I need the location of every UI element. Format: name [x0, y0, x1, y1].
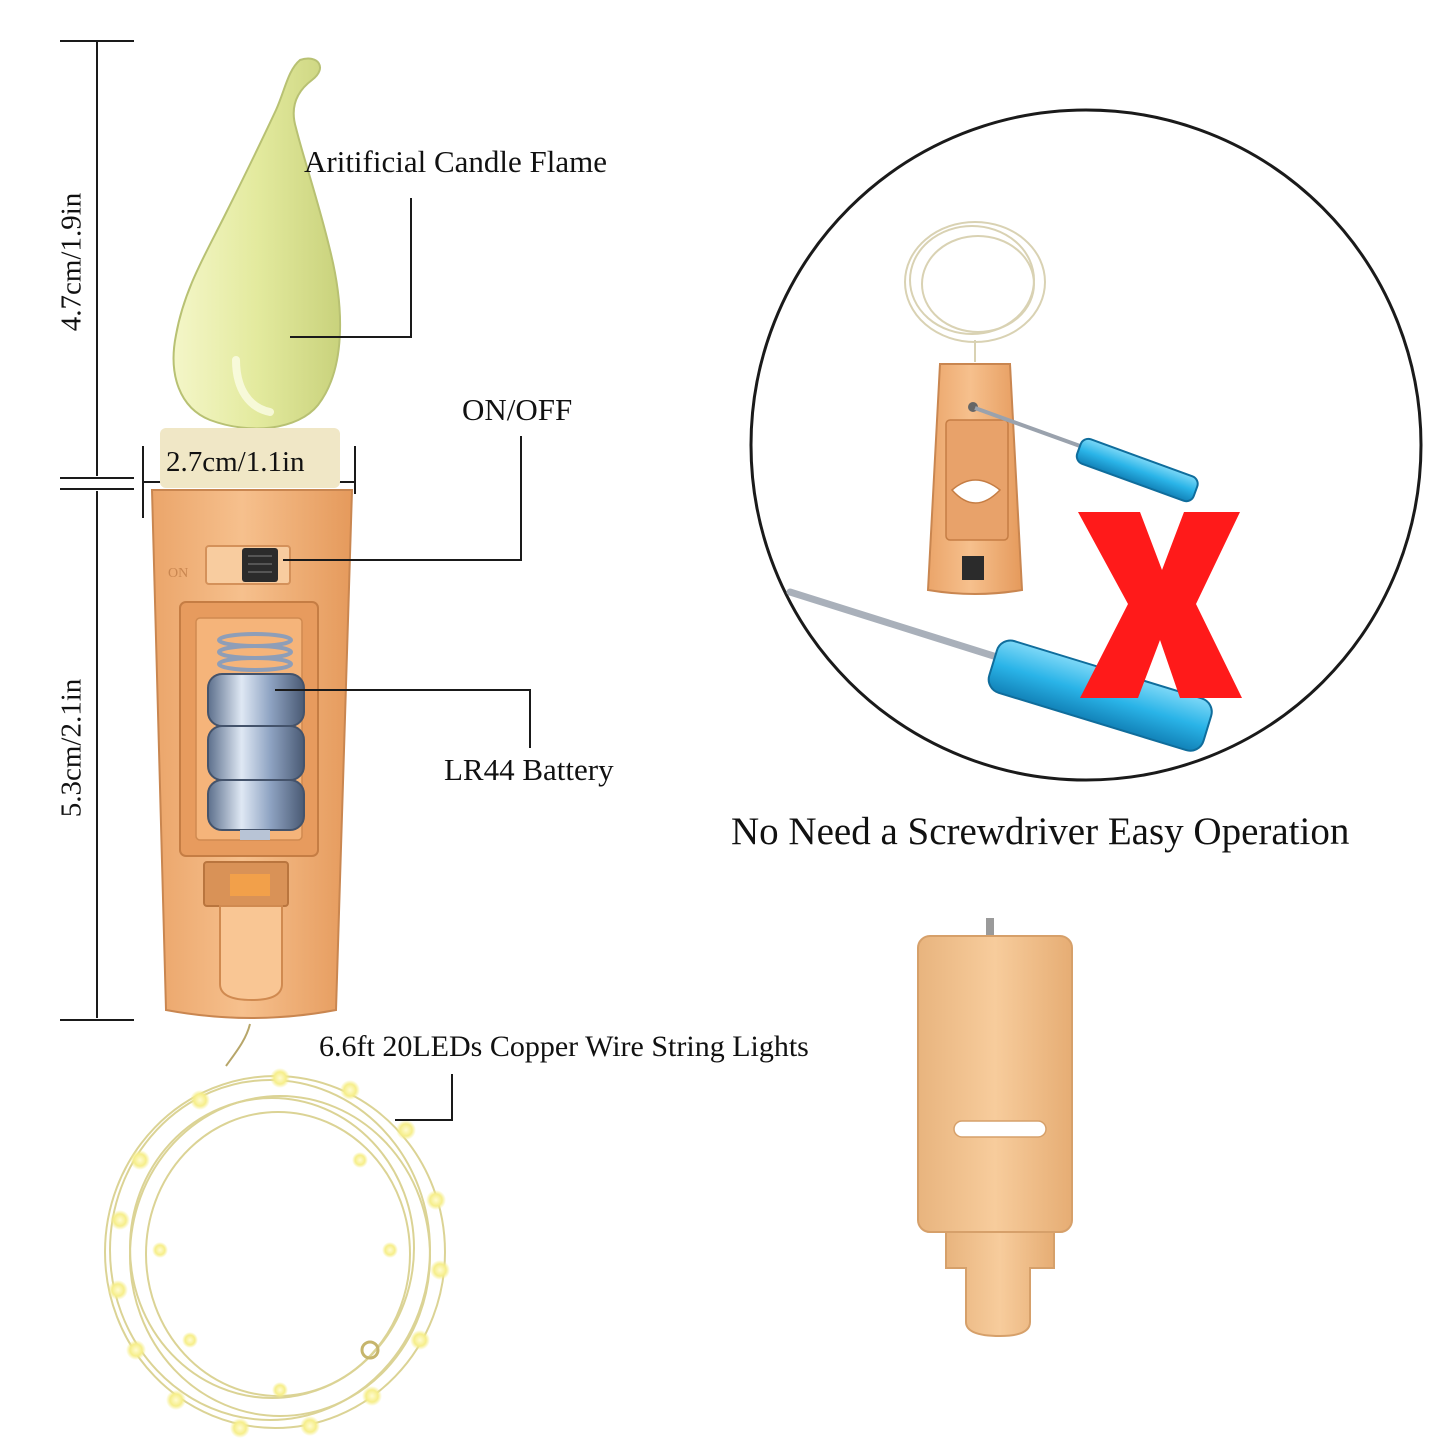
cork-height-label: 5.3cm/2.1in: [55, 678, 88, 818]
leader-wire: [395, 1074, 453, 1121]
small-led-coil-icon: [904, 221, 1046, 362]
spring: [217, 632, 293, 672]
red-x-cross-icon: [1078, 512, 1242, 698]
battery-stack-icon: [207, 673, 305, 840]
small-cork-icon: [926, 363, 1024, 595]
cork-on-marking: ON: [168, 566, 189, 581]
cork-cap-icon: [917, 918, 1073, 1338]
leader-switch: [283, 436, 522, 561]
battery-label: LR44 Battery: [444, 752, 614, 787]
caption: No Need a Screwdriver Easy Operation: [731, 810, 1350, 853]
small-screwdriver-icon: [974, 406, 1199, 503]
cork-width-label: 2.7cm/1.1in: [166, 446, 305, 478]
leader-flame: [290, 198, 412, 338]
screwdriver-inset: [749, 108, 1423, 782]
leader-lines: [275, 198, 531, 1121]
flame-height-label: 4.7cm/1.9in: [55, 192, 88, 332]
leader-battery: [275, 689, 531, 748]
cap-slot: [953, 1120, 1047, 1138]
led-wire-coil-icon: [104, 1023, 450, 1438]
cork-stopper-icon: [150, 489, 354, 1019]
cap-plug: [945, 1231, 1055, 1338]
candle-flame-bulb-icon: [160, 57, 342, 488]
cork-bottom-slot: [219, 905, 283, 1002]
cap-pin: [986, 918, 994, 940]
flame-base: [160, 428, 340, 488]
wire-label: 6.6ft 20LEDs Copper Wire String Lights: [319, 1030, 809, 1063]
switch-label: ON/OFF: [462, 392, 573, 427]
flame-label: Aritificial Candle Flame: [304, 144, 608, 179]
